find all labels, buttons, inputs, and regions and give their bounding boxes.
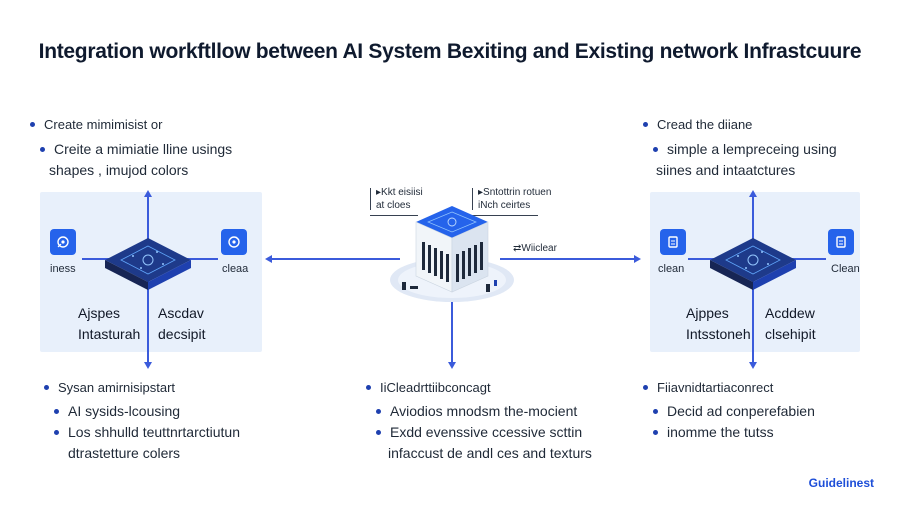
bullet-icon <box>376 430 381 435</box>
connector-label: ⇄Wiiclear <box>513 243 557 254</box>
circuit-icon <box>57 236 69 248</box>
list-item: shapes , imujod colors <box>49 162 189 178</box>
footer-label: Guidelinest <box>808 476 874 490</box>
bullet-icon <box>366 385 371 390</box>
list-item: Exdd evenssive ccessive scttin <box>366 422 592 443</box>
bullet-icon <box>653 409 658 414</box>
list-item: Los shhulld teuttnrtarctiutun <box>44 422 240 443</box>
right-tile-label: cleaa <box>222 263 249 275</box>
list-item: infaccust de andl ces and texturs <box>388 445 592 461</box>
left-tile-label: iness <box>50 263 76 275</box>
left-intro-bullets: Create mimimisist or Creite a mimiatie l… <box>30 114 232 181</box>
list-item: Create mimimisist or <box>30 114 232 135</box>
list-item: Aviodios mnodsm the-mocient <box>366 401 592 422</box>
bullet-icon <box>643 122 648 127</box>
bullet-icon <box>54 430 59 435</box>
right-tile-label: Clean <box>831 263 860 275</box>
list-item: Sysan amirnisipstart <box>44 377 240 398</box>
arrow-down-icon <box>749 362 757 369</box>
arrow-left-icon <box>265 255 272 263</box>
bottom-left-bullets: Sysan amirnisipstart AI sysids-lcousing … <box>44 377 240 464</box>
arrow-down-icon <box>448 362 456 369</box>
left-panel-tile-right <box>221 229 247 255</box>
list-item: IiCleadrttiibconcagt <box>366 377 592 398</box>
list-item: siines and intaatctures <box>656 162 796 178</box>
center-right-connector <box>500 258 634 260</box>
arrow-right-icon <box>634 255 641 263</box>
right-panel-tile-right <box>828 229 854 255</box>
bullet-icon <box>643 385 648 390</box>
bullet-icon <box>653 147 658 152</box>
server-building-icon <box>390 206 514 302</box>
bullet-icon <box>30 122 35 127</box>
left-tile-label: clean <box>658 263 685 275</box>
circuit-icon <box>228 236 240 248</box>
center-left-connector <box>270 258 400 260</box>
list-item: Cread the diiane <box>643 114 837 135</box>
callout-right: ▸Sntottrin rotuen iNch ceirtes <box>472 186 551 216</box>
chip-icon <box>105 238 191 290</box>
bullet-icon <box>54 409 59 414</box>
list-item: Fiiavnidtartiaconrect <box>643 377 815 398</box>
chip-icon <box>710 238 796 290</box>
arrow-down-icon <box>144 362 152 369</box>
callout-left: ▸Kkt eisiisi at cloes <box>370 186 423 216</box>
right-intro-bullets: Cread the diiane simple a lempreceing us… <box>643 114 837 181</box>
document-icon <box>836 236 846 248</box>
document-icon <box>668 236 678 248</box>
bottom-center-bullets: IiCleadrttiibconcagt Aviodios mnodsm the… <box>366 377 592 464</box>
list-item: inomme the tutss <box>643 422 815 443</box>
bullet-icon <box>44 385 49 390</box>
page-title: Integration workftllow between AI System… <box>38 40 862 63</box>
arrow-up-icon <box>144 190 152 197</box>
list-item: AI sysids-lcousing <box>44 401 240 422</box>
bottom-right-bullets: Fiiavnidtartiaconrect Decid ad conperefa… <box>643 377 815 443</box>
arrow-up-icon <box>749 190 757 197</box>
bullet-icon <box>376 409 381 414</box>
list-item: simple a lempreceing using <box>643 139 837 160</box>
list-item: Decid ad conperefabien <box>643 401 815 422</box>
list-item: dtrastetture colers <box>68 445 181 461</box>
list-item: Creite a mimiatie lline usings <box>30 139 232 160</box>
right-panel-tile-left <box>660 229 686 255</box>
left-panel-tile-left <box>50 229 76 255</box>
center-vertical-connector <box>451 300 453 364</box>
bullet-icon <box>40 147 45 152</box>
bullet-icon <box>653 430 658 435</box>
